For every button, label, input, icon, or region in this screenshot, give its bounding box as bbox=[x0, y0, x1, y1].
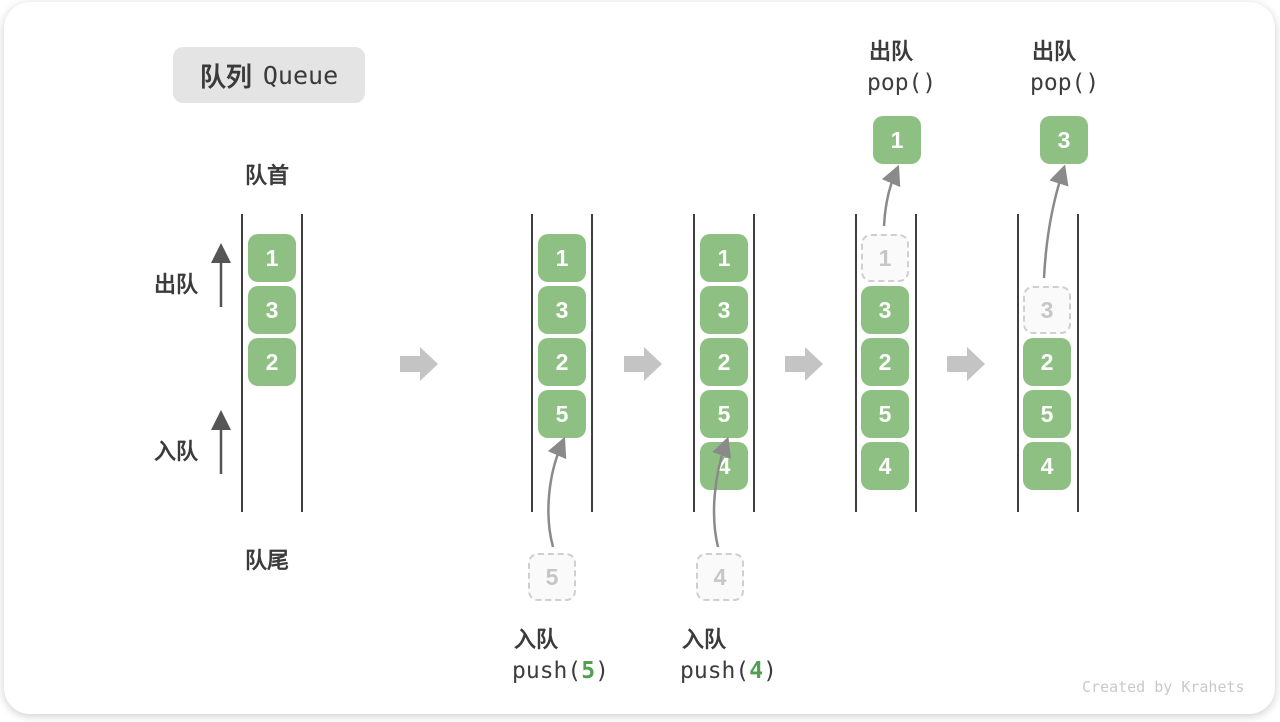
popped-element-box: 3 bbox=[1040, 116, 1088, 164]
queue-column-state2 bbox=[531, 214, 593, 512]
enqueue-side-label: 入队 bbox=[154, 439, 199, 464]
queue-front-label: 队首 bbox=[245, 163, 290, 188]
queue-box: 5 bbox=[538, 390, 586, 438]
queue-column-state1 bbox=[241, 214, 303, 512]
canvas-card: 队列 Queue 队首 队尾 出队 入队 1 3 2 1 3 2 5 5 1 3… bbox=[4, 2, 1275, 714]
incoming-element-box: 4 bbox=[696, 553, 744, 601]
queue-box: 2 bbox=[538, 338, 586, 386]
dequeue-op-label: 出队 bbox=[869, 39, 914, 64]
queue-box: 5 bbox=[700, 390, 748, 438]
next-state-arrow-icon bbox=[624, 347, 662, 381]
pop1-call-label: pop() bbox=[867, 70, 937, 96]
queue-box: 5 bbox=[861, 390, 909, 438]
queue-box: 4 bbox=[700, 442, 748, 490]
push5-call-label: push(5) bbox=[512, 658, 609, 684]
queue-box: 5 bbox=[1023, 390, 1071, 438]
arrows-overlay bbox=[211, 164, 1069, 548]
popped-element-box: 1 bbox=[873, 116, 921, 164]
call-prefix: push( bbox=[680, 658, 750, 684]
dequeue-op-label: 出队 bbox=[1032, 39, 1077, 64]
dequeue-side-label: 出队 bbox=[154, 272, 199, 297]
enqueue-op-label: 入队 bbox=[514, 627, 559, 652]
title-en: Queue bbox=[262, 60, 339, 90]
call-suffix: ) bbox=[595, 658, 609, 684]
queue-box: 4 bbox=[1023, 442, 1071, 490]
call-prefix: push( bbox=[512, 658, 582, 684]
queue-box: 2 bbox=[248, 338, 296, 386]
queue-box: 2 bbox=[861, 338, 909, 386]
queue-box: 2 bbox=[700, 338, 748, 386]
next-state-arrow-icon bbox=[947, 347, 985, 381]
call-arg: 4 bbox=[749, 658, 764, 684]
queue-box: 4 bbox=[861, 442, 909, 490]
queue-box: 3 bbox=[538, 286, 586, 334]
push4-call-label: push(4) bbox=[680, 658, 777, 684]
title-zh: 队列 bbox=[199, 61, 252, 92]
call-arg: 5 bbox=[581, 658, 596, 684]
next-state-arrow-icon bbox=[400, 347, 438, 381]
removed-element-ghost: 3 bbox=[1023, 286, 1071, 334]
queue-box: 3 bbox=[861, 286, 909, 334]
queue-rear-label: 队尾 bbox=[245, 548, 290, 573]
call-suffix: ) bbox=[763, 658, 777, 684]
next-state-arrow-icon bbox=[785, 347, 823, 381]
credit-watermark: Created by Krahets bbox=[1082, 678, 1245, 696]
incoming-element-box: 5 bbox=[528, 553, 576, 601]
removed-element-ghost: 1 bbox=[861, 234, 909, 282]
queue-box: 1 bbox=[248, 234, 296, 282]
queue-box: 1 bbox=[538, 234, 586, 282]
pop2-call-label: pop() bbox=[1030, 70, 1100, 96]
title-badge: 队列 Queue bbox=[173, 47, 365, 103]
queue-column-state3 bbox=[693, 214, 755, 512]
queue-box: 2 bbox=[1023, 338, 1071, 386]
enqueue-op-label: 入队 bbox=[682, 627, 727, 652]
queue-box: 3 bbox=[248, 286, 296, 334]
queue-box: 1 bbox=[700, 234, 748, 282]
queue-box: 3 bbox=[700, 286, 748, 334]
queue-column-state5 bbox=[1017, 214, 1079, 512]
queue-column-state4 bbox=[855, 214, 917, 512]
